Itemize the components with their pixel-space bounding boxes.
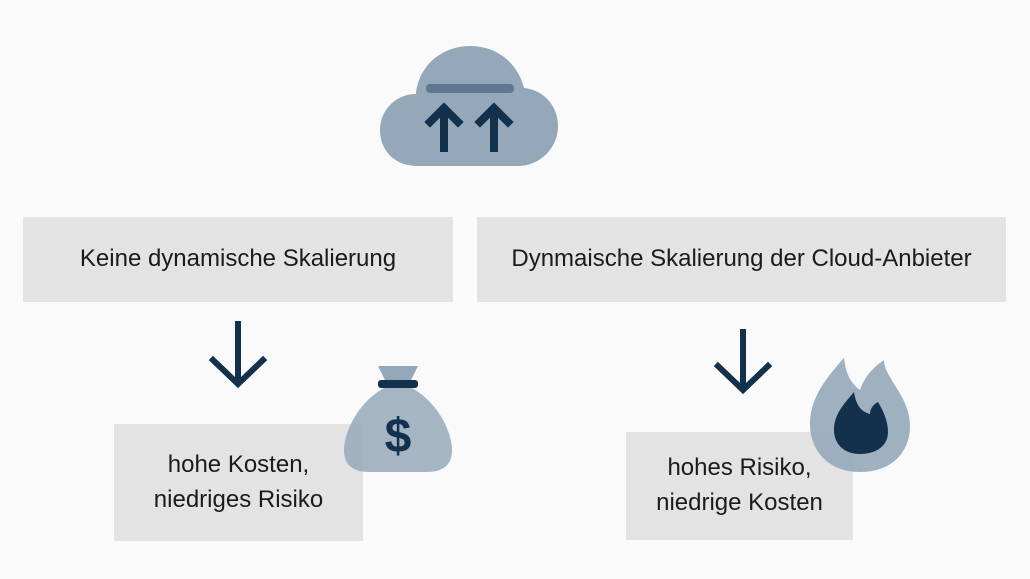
outcome-high-risk-low-cost: hohes Risiko, niedrige Kosten bbox=[626, 432, 853, 540]
outcome-line: hohes Risiko, bbox=[667, 454, 812, 482]
outcome-line: hohe Kosten, bbox=[167, 450, 310, 478]
outcome-line: niedriges Risiko bbox=[153, 485, 324, 513]
arrow-down-icon bbox=[208, 321, 268, 389]
money-bag-icon: $ bbox=[344, 366, 452, 472]
fire-icon bbox=[810, 358, 910, 472]
outcome-high-cost-low-risk: hohe Kosten, niedriges Risiko bbox=[114, 424, 363, 541]
outcome-line: niedrige Kosten bbox=[656, 489, 823, 516]
arrow-down-icon bbox=[713, 329, 773, 395]
cloud-scale-up-icon bbox=[380, 46, 558, 166]
heading-dynamic-scaling: Dynmaische Skalierung der Cloud-Anbieter bbox=[477, 217, 1006, 302]
heading-label: Dynmaische Skalierung der Cloud-Anbieter bbox=[511, 245, 972, 273]
heading-label: Keine dynamische Skalierung bbox=[79, 245, 397, 273]
svg-text:$: $ bbox=[385, 410, 412, 463]
heading-no-dynamic-scaling: Keine dynamische Skalierung bbox=[23, 217, 453, 302]
